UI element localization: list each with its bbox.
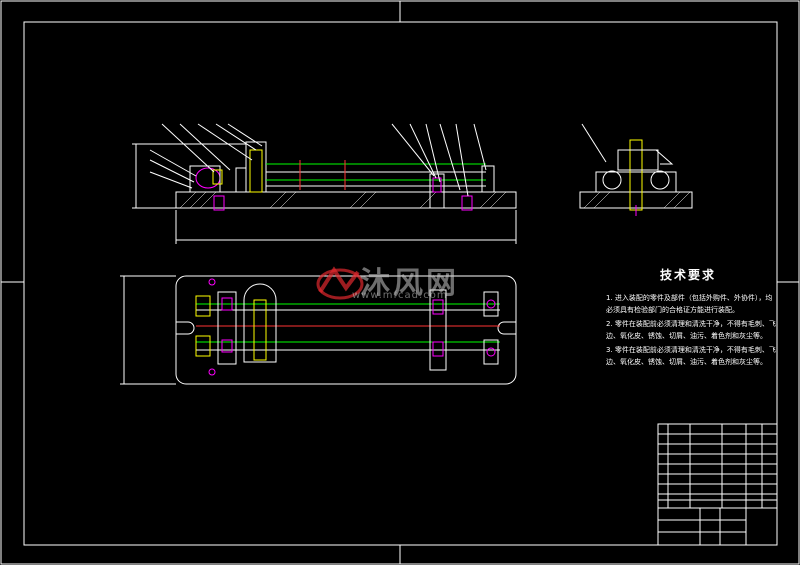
left-clamp [195,167,221,189]
watermark-logo-icon [316,266,364,300]
base-plate [175,191,517,209]
technical-requirement-1: 1. 进入装配的零件及部件（包括外购件、外协件），均必须具有检验部门的合格证方能… [606,294,773,314]
side-shaft-left [602,170,622,190]
top-view [120,275,517,385]
technical-requirement-2: 2. 零件在装配前必须清理和清洗干净，不得有毛刺、飞边、氧化皮、锈蚀、切屑、油污… [606,320,776,340]
side-view [579,123,693,216]
watermark-text: 沐风网 [360,266,459,301]
front-view [132,123,517,244]
center-yoke [243,283,277,363]
top-base-plate [175,275,517,385]
watermark-url: www.mfcad.com [352,290,448,301]
technical-requirements-title: 技术要求 [660,268,717,282]
title-block [657,423,778,546]
right-support [429,173,445,209]
technical-requirement-3: 3. 零件在装配前必须清理和清洗干净，不得有毛刺、飞边、氧化皮、锈蚀、切屑、油污… [606,346,776,366]
base-hatch [179,191,507,209]
side-shaft-right [650,170,670,190]
